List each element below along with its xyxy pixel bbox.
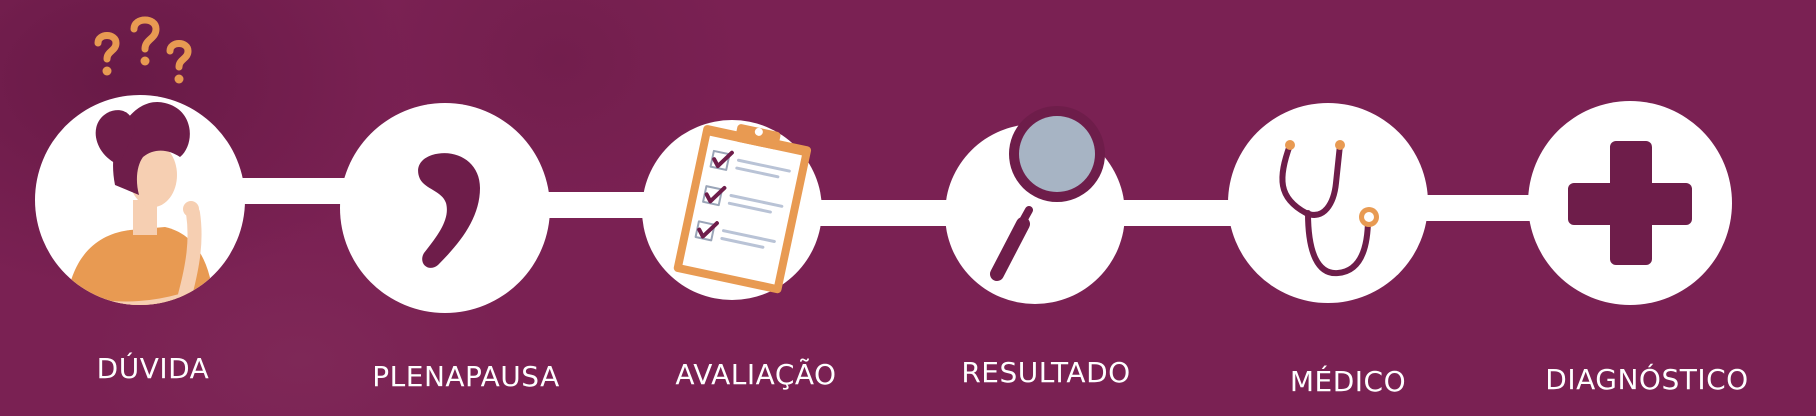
question-marks-icon (94, 16, 192, 84)
step-medico (1228, 103, 1428, 303)
step-label-duvida: DÚVIDA (96, 352, 210, 385)
step-label-resultado: RESULTADO (961, 356, 1131, 389)
step-label-diagnostico: DIAGNÓSTICO (1545, 363, 1749, 396)
step-duvida (35, 95, 245, 305)
connector-bar-3 (805, 200, 965, 226)
step-plenapausa (340, 103, 550, 313)
step-label-plenapausa: PLENAPAUSA (372, 360, 560, 393)
step-resultado (945, 106, 1125, 304)
clipboard-checklist-icon (673, 124, 812, 294)
stethoscope-icon (1279, 140, 1379, 277)
connector-bar-2 (530, 192, 660, 218)
magnifying-glass-icon (990, 106, 1105, 281)
medical-cross-icon (1568, 141, 1692, 265)
brand-mark-icon (418, 153, 480, 268)
step-label-avaliacao: AVALIAÇÃO (675, 358, 837, 391)
step-avaliacao (642, 120, 822, 300)
step-label-medico: MÉDICO (1289, 365, 1407, 398)
thinking-woman-icon (65, 101, 215, 305)
step-diagnostico (1528, 101, 1732, 305)
